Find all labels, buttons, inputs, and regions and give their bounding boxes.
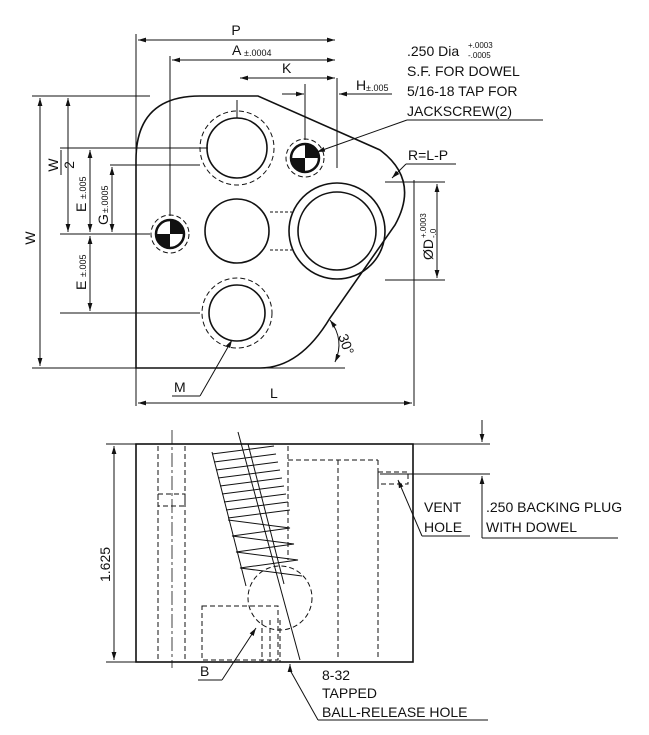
radius-note: R=L-P (408, 147, 448, 163)
tapped-note-line1: 8-32 (322, 667, 350, 683)
dim-D-tol-plus: +.0003 (419, 213, 428, 238)
height-label: 1.625 (97, 547, 113, 582)
dim-G-tol: ±.0005 (100, 186, 110, 213)
dowel-symbol-upper (285, 138, 325, 178)
plug-note-line2: WITH DOWEL (486, 519, 577, 535)
vent-note-line1: VENT (424, 499, 462, 515)
dim-D-tol-minus: -.0 (429, 228, 438, 238)
dim-M-label: M (174, 379, 186, 395)
large-bore-outer (288, 182, 386, 280)
lower-hole-cbore (201, 277, 273, 349)
plug-note-line1: .250 BACKING PLUG (486, 499, 622, 515)
dowel-note-line1: .250 Dia (407, 43, 459, 59)
dim-W-label: W (22, 231, 38, 245)
dim-E-upper-tol: ±.005 (78, 177, 88, 199)
dim-G-label: G (95, 214, 111, 225)
vent-note-line2: HOLE (424, 519, 462, 535)
dim-E-lower-label: E (73, 281, 89, 290)
dowel-note-line4: JACKSCREW(2) (407, 103, 512, 119)
side-view: 1.625 .250 BACKING PLUG WITH DOWEL VENT … (97, 420, 622, 721)
dim-L-label: L (270, 385, 278, 401)
label-B: B (200, 663, 209, 679)
tapped-note-line2: TAPPED (322, 685, 377, 701)
dim-H-label: H (356, 77, 366, 93)
large-bore-inner (297, 191, 377, 271)
top-view: P A ±.0004 K H ±.005 .250 Dia +.0003 -.0… (22, 22, 543, 406)
dim-A-label: A (232, 42, 242, 58)
dowel-symbol-left (150, 214, 190, 254)
dowel-note-line2: S.F. FOR DOWEL (407, 63, 520, 79)
dim-P-label: P (231, 22, 240, 38)
dim-K-label: K (282, 60, 292, 76)
dim-H-tol: ±.005 (366, 83, 388, 93)
dim-W-half-den: 2 (61, 161, 77, 169)
upper-hole (206, 117, 268, 179)
dim-E-lower-tol: ±.005 (78, 255, 88, 277)
dowel-tol-plus: +.0003 (468, 41, 493, 50)
dowel-note-line3: 5/16-18 TAP FOR (407, 83, 518, 99)
dim-D-label: ØD (420, 239, 436, 260)
dim-W-half-num: W (45, 158, 61, 172)
plate-outline (135, 95, 406, 369)
middle-hole (204, 198, 270, 264)
thread-coil (211, 431, 303, 662)
dowel-tol-minus: -.0005 (468, 51, 491, 60)
tapped-note-line3: BALL-RELEASE HOLE (322, 704, 468, 720)
dim-A-tol: ±.0004 (244, 48, 271, 58)
upper-hole-cbore (199, 110, 275, 186)
angle-label: 30° (335, 332, 357, 357)
lower-hole (208, 284, 266, 342)
block-outline (135, 443, 414, 663)
dim-E-upper-label: E (73, 203, 89, 212)
